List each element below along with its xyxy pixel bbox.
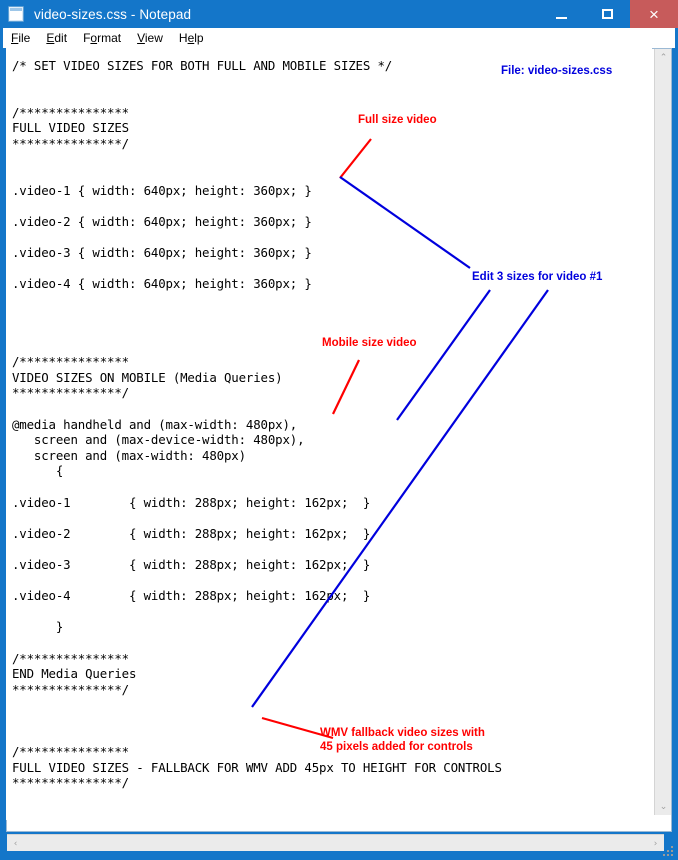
close-button[interactable]: × — [630, 0, 678, 28]
menu-item-view[interactable]: View — [137, 31, 163, 45]
resize-grip[interactable] — [663, 846, 674, 857]
scroll-left-icon[interactable]: ‹ — [13, 838, 18, 849]
close-icon: × — [649, 4, 659, 24]
maximize-button[interactable] — [584, 0, 630, 28]
minimize-icon — [555, 16, 567, 19]
minimize-button[interactable] — [538, 0, 584, 28]
title-bar: video-sizes.css - Notepad × — [0, 0, 678, 28]
menu-bar: File Edit Format View Help — [3, 28, 675, 48]
menu-item-format[interactable]: Format — [83, 31, 122, 45]
scroll-up-icon[interactable]: ⌃ — [659, 52, 668, 63]
notepad-document-icon — [8, 6, 24, 22]
window-controls: × — [538, 0, 678, 28]
scroll-down-icon[interactable]: ⌄ — [659, 801, 668, 812]
text-editor[interactable]: /* SET VIDEO SIZES FOR BOTH FULL AND MOB… — [6, 48, 652, 820]
menu-item-edit[interactable]: Edit — [46, 31, 68, 45]
menu-item-file[interactable]: File — [11, 31, 31, 45]
horizontal-scrollbar[interactable]: ‹ › — [7, 834, 664, 851]
scroll-right-icon[interactable]: › — [653, 838, 658, 849]
menu-item-help[interactable]: Help — [178, 31, 204, 45]
maximize-icon — [601, 9, 613, 19]
css-source-text: /* SET VIDEO SIZES FOR BOTH FULL AND MOB… — [12, 58, 502, 791]
window-title: video-sizes.css - Notepad — [34, 6, 192, 22]
vertical-scrollbar[interactable]: ⌃ ⌄ — [654, 49, 671, 815]
